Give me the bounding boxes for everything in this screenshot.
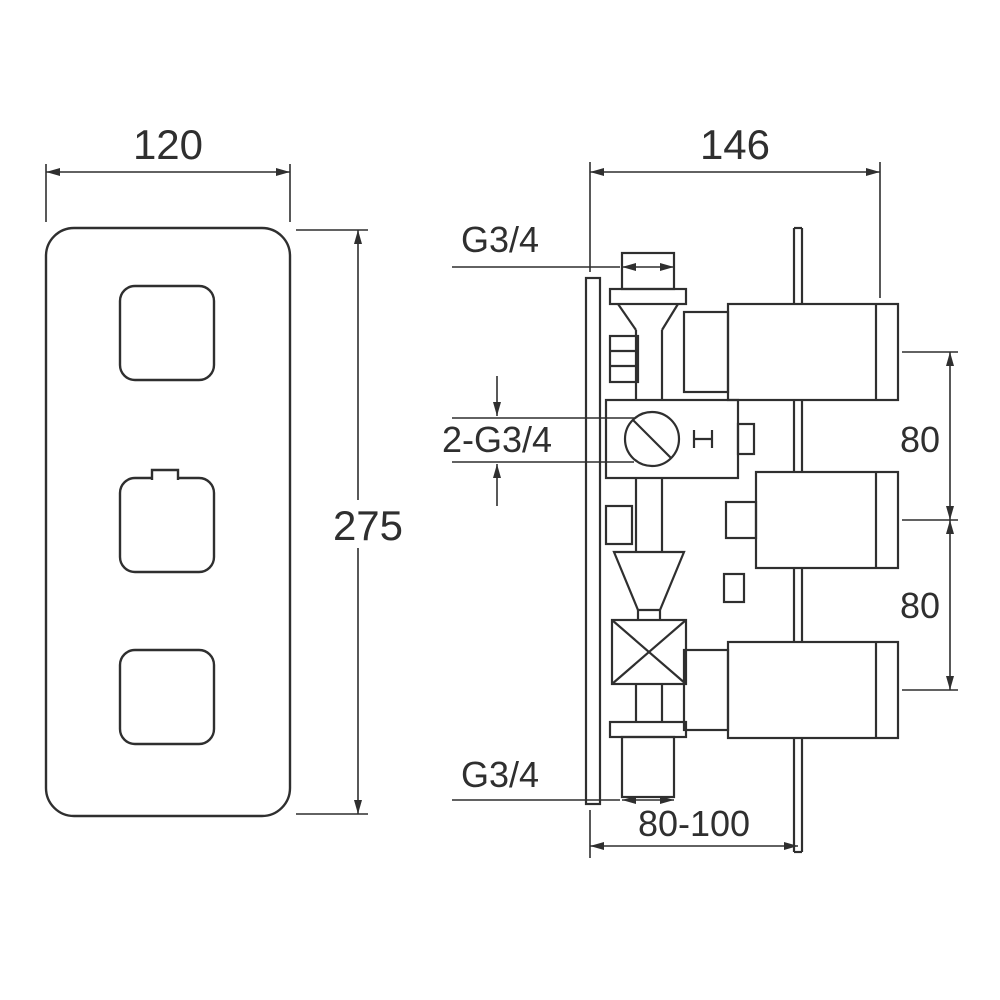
diverter-block [604,398,756,480]
dim-port-spacing [902,351,958,691]
h-clip-icon [692,430,714,448]
side-view [584,226,900,854]
dim-recess-depth [589,810,798,858]
front-view [44,226,292,818]
port-spacing-upper-label: 80 [900,419,940,460]
top-port [608,251,688,400]
diverter-dial [623,410,681,468]
dim-side-depth [589,162,881,298]
mounting-bracket [584,276,602,806]
bottom-port [608,618,688,799]
dim-inlet-thread [452,376,634,506]
handle-bottom [682,640,900,740]
inlet-thread-label: 2-G3/4 [442,419,552,460]
dim-text-mask [332,500,406,548]
mid-body [604,478,746,620]
dim-front-width [45,164,291,222]
handle-middle [724,470,900,570]
front-height-label: 275 [333,502,403,549]
handle-button-bottom [118,648,216,746]
side-depth-label: 146 [700,121,770,168]
top-port-thread-label: G3/4 [461,219,539,260]
port-spacing-lower-label: 80 [900,585,940,626]
bottom-port-thread-label: G3/4 [461,754,539,795]
handle-tab [150,468,180,480]
front-width-label: 120 [133,121,203,168]
handle-button-middle [118,476,216,574]
handle-top [682,302,900,402]
faceplate [44,226,292,818]
wall-plate [792,226,804,854]
recess-depth-label: 80-100 [638,803,750,844]
handle-button-top [118,284,216,382]
